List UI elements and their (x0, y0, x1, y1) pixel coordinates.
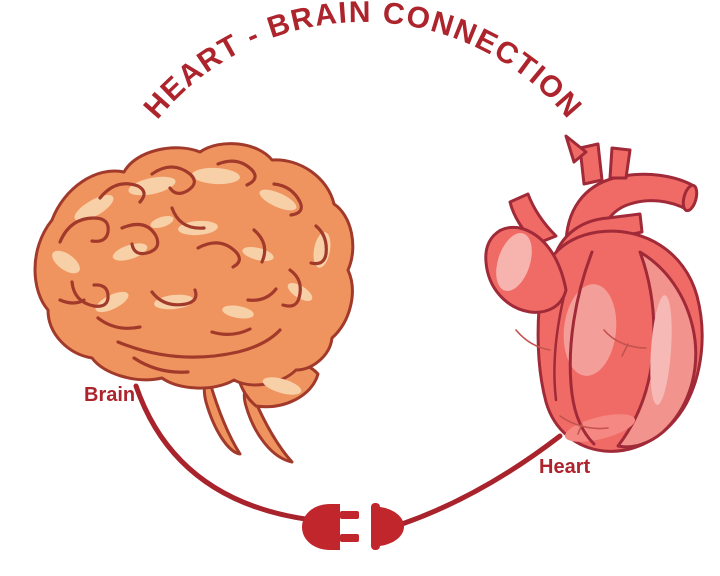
socket-body (380, 507, 404, 546)
power-plug-icon (302, 504, 359, 550)
socket-faceplate (371, 503, 380, 550)
plug-prong (340, 534, 359, 542)
heart-illustration (484, 134, 704, 453)
heart-lobe-streak (650, 295, 672, 405)
aorta-opening (681, 183, 699, 213)
aorta-branch (608, 146, 632, 180)
heart-veins (515, 329, 647, 435)
heart-flap-highlight (496, 233, 532, 291)
heart-midline (568, 250, 596, 446)
brain-cable (133, 383, 315, 523)
heart-cable (399, 433, 563, 527)
brain-sulci (58, 159, 328, 374)
vessel-spike (564, 134, 588, 164)
heart-label: Heart (539, 456, 590, 478)
power-socket-icon (371, 503, 404, 550)
plug-prong (340, 511, 359, 519)
brain-label: Brain (84, 384, 135, 406)
heart-left-line (553, 294, 566, 402)
diagram-title: HEART - BRAIN CONNECTION (138, 0, 589, 125)
brain-illustration (33, 142, 355, 464)
